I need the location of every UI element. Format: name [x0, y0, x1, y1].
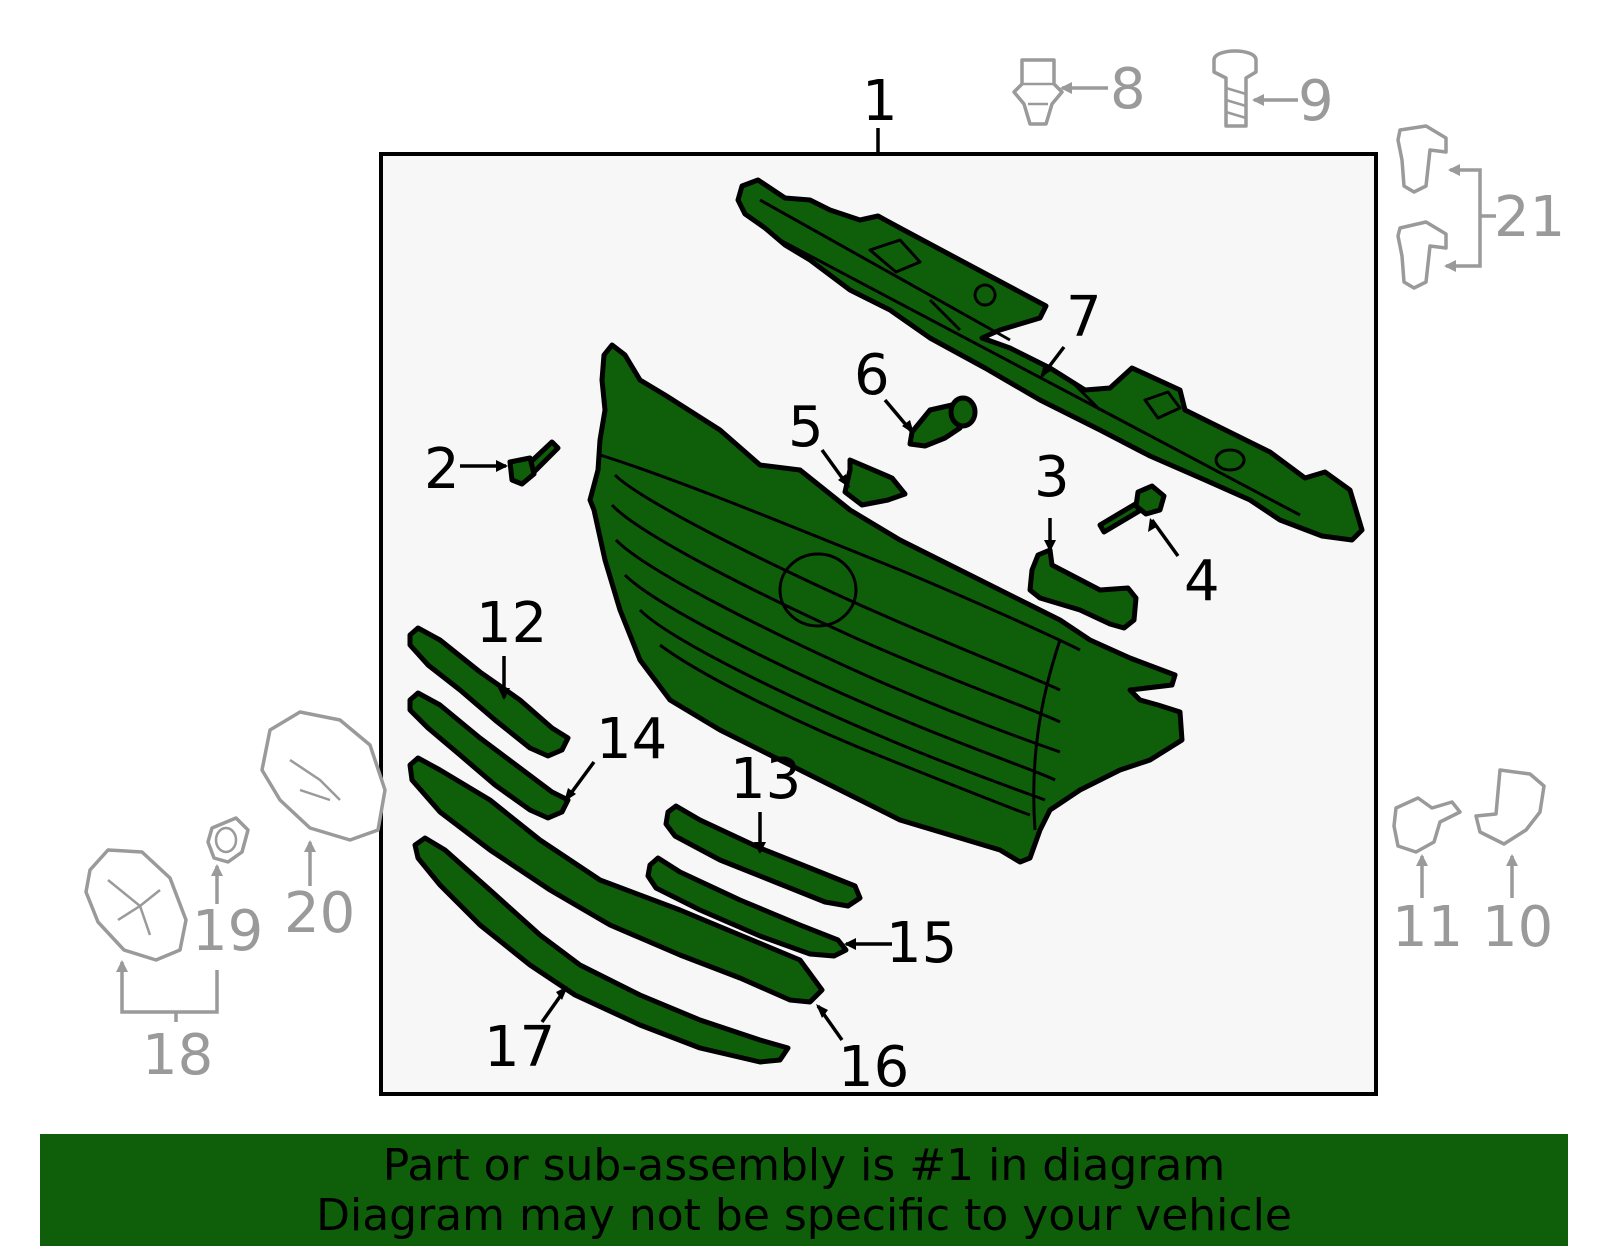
callout-5: 5: [788, 395, 824, 460]
callout-2: 2: [424, 437, 460, 502]
callout-21: 21: [1494, 185, 1565, 250]
callout-4: 4: [1184, 549, 1220, 614]
clip-part[interactable]: [907, 395, 978, 449]
callout-6: 6: [854, 343, 890, 408]
arrow-heads-aux: [116, 82, 1518, 972]
callout-1: 1: [862, 69, 898, 134]
callout-12: 12: [476, 591, 547, 656]
banner-line-2: Diagram may not be specific to your vehi…: [316, 1190, 1292, 1241]
small-bracket-part[interactable]: [842, 457, 908, 508]
callout-3: 3: [1034, 445, 1070, 510]
molding-strip-14-part[interactable]: [407, 690, 571, 821]
leader-18: [120, 962, 219, 1022]
molding-strip-13-part[interactable]: [663, 803, 863, 909]
bracket-10-part[interactable]: [1474, 768, 1546, 846]
grommet-19-part[interactable]: [206, 816, 250, 864]
upper-bracket-part[interactable]: [735, 177, 1365, 543]
molding-strip-16-part[interactable]: [407, 755, 825, 1005]
molding-strip-15-part[interactable]: [645, 855, 849, 959]
callout-7: 7: [1066, 285, 1102, 350]
clip-21-upper-part[interactable]: [1396, 124, 1448, 194]
emblem-18-part[interactable]: [84, 848, 188, 962]
callout-16: 16: [838, 1035, 909, 1100]
screw-part[interactable]: [507, 439, 561, 487]
callout-14: 14: [596, 707, 667, 772]
callout-10: 10: [1482, 895, 1553, 960]
bolt-part[interactable]: [1097, 483, 1167, 535]
screw-9-part[interactable]: [1212, 49, 1258, 128]
banner-line-1: Part or sub-assembly is #1 in diagram: [382, 1140, 1226, 1191]
callout-9: 9: [1298, 69, 1334, 134]
clip-21-lower-part[interactable]: [1396, 220, 1448, 290]
grille-part[interactable]: [587, 342, 1185, 865]
push-pin-8-part[interactable]: [1012, 58, 1064, 126]
info-banner: Part or sub-assembly is #1 in diagram Di…: [40, 1134, 1568, 1246]
arrow-heads: [496, 364, 1158, 1018]
callout-18: 18: [142, 1023, 213, 1088]
callout-11: 11: [1392, 895, 1463, 960]
callout-15: 15: [886, 911, 957, 976]
callout-8: 8: [1110, 57, 1146, 122]
molding-strip-17-part[interactable]: [412, 835, 791, 1065]
molding-strip-12-part[interactable]: [407, 625, 571, 759]
callout-20: 20: [284, 881, 355, 946]
clip-11-part[interactable]: [1392, 796, 1462, 854]
callout-19: 19: [192, 899, 263, 964]
callout-13: 13: [730, 747, 801, 812]
emblem-base-20-part[interactable]: [260, 710, 387, 842]
side-bracket-part[interactable]: [1027, 547, 1139, 631]
callout-17: 17: [484, 1015, 555, 1080]
leader-21: [1446, 168, 1496, 268]
